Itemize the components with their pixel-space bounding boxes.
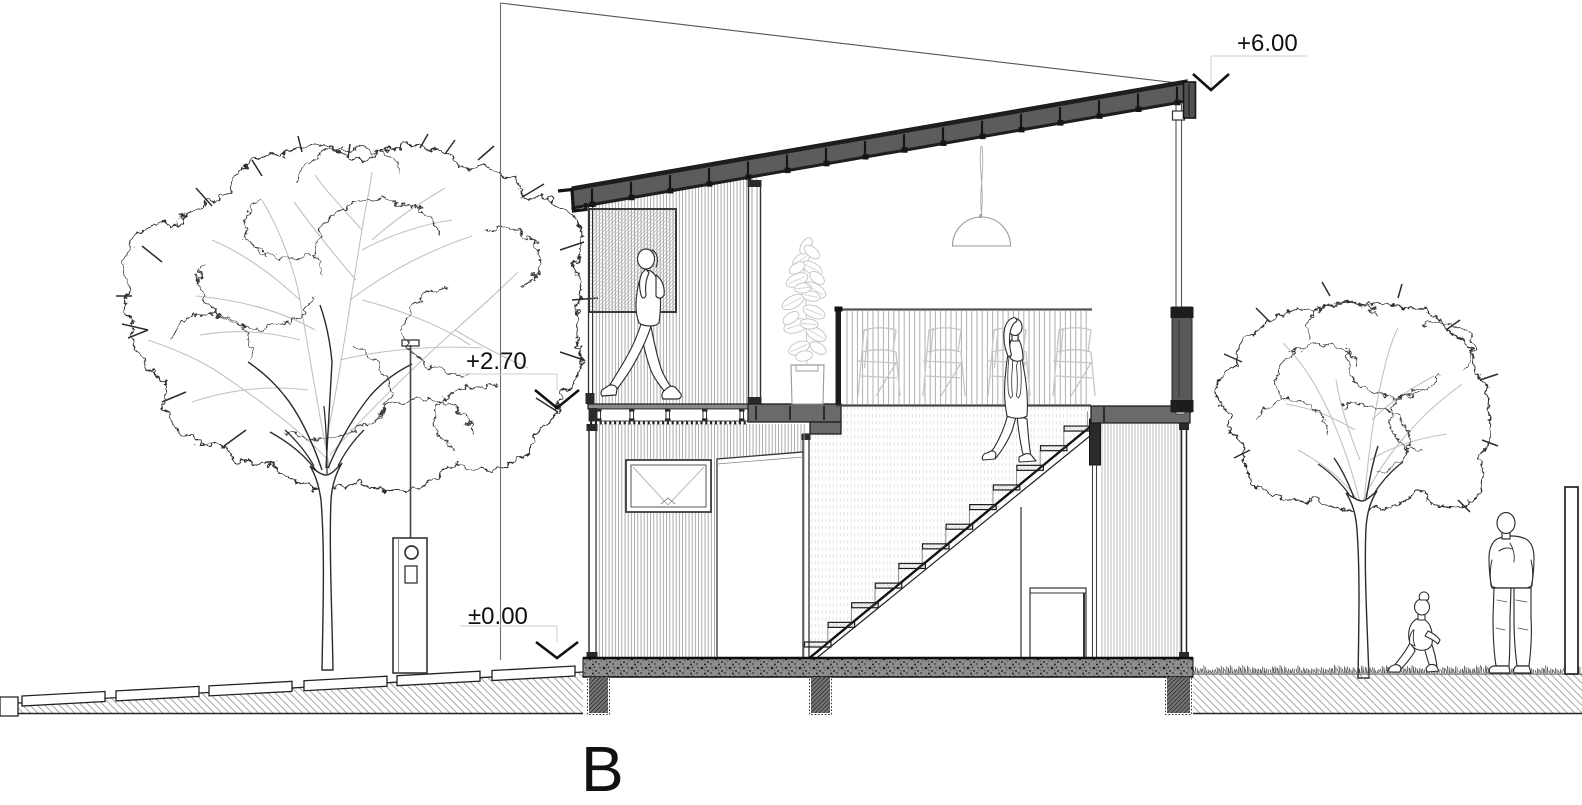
svg-text:±0.00: ±0.00 xyxy=(468,603,528,630)
svg-text:B: B xyxy=(581,733,624,800)
svg-text:+2.70: +2.70 xyxy=(466,348,527,375)
svg-text:+6.00: +6.00 xyxy=(1237,30,1298,57)
